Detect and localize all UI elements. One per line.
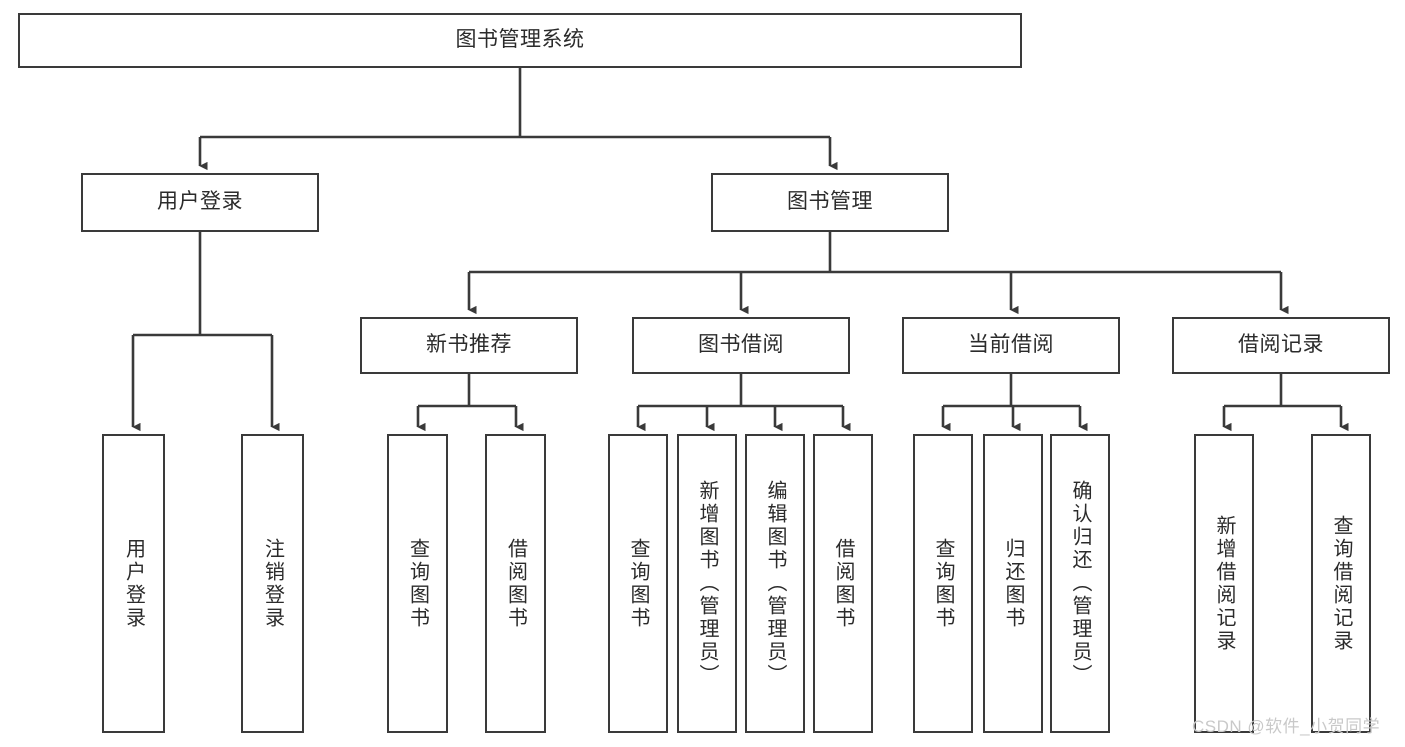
node-new-book-recommendation[interactable]: 新书推荐: [360, 317, 578, 374]
node-label: 查询图书: [627, 537, 649, 630]
node-label: 借阅图书: [832, 537, 854, 630]
node-label: 查询图书: [932, 537, 954, 630]
node-label: 图书管理: [787, 190, 873, 214]
node-leaf-query-book[interactable]: 查询图书: [608, 434, 668, 733]
node-label: 新增图书（管理员）: [696, 480, 718, 687]
node-leaf-user-logout[interactable]: 注销登录: [241, 434, 304, 733]
node-label: 用户登录: [157, 190, 243, 214]
node-label: 当前借阅: [968, 333, 1054, 357]
node-leaf-add-book-admin[interactable]: 新增图书（管理员）: [677, 434, 737, 733]
node-book-management-system[interactable]: 图书管理系统: [18, 13, 1022, 68]
node-borrowing-record[interactable]: 借阅记录: [1172, 317, 1390, 374]
node-leaf-borrow-book-new[interactable]: 借阅图书: [485, 434, 546, 733]
node-label: 查询图书: [406, 537, 429, 630]
node-label: 注销登录: [261, 537, 284, 630]
node-label: 借阅图书: [504, 537, 527, 630]
node-current-borrowing[interactable]: 当前借阅: [902, 317, 1120, 374]
node-user-login[interactable]: 用户登录: [81, 173, 319, 232]
node-leaf-query-book-new[interactable]: 查询图书: [387, 434, 448, 733]
node-leaf-borrow-book[interactable]: 借阅图书: [813, 434, 873, 733]
node-label: 查询借阅记录: [1330, 514, 1352, 653]
node-leaf-add-borrow-record[interactable]: 新增借阅记录: [1194, 434, 1254, 733]
node-label: 新增借阅记录: [1213, 514, 1235, 653]
node-leaf-return-book[interactable]: 归还图书: [983, 434, 1043, 733]
node-leaf-confirm-return-admin[interactable]: 确认归还（管理员）: [1050, 434, 1110, 733]
node-leaf-query-borrow-record[interactable]: 查询借阅记录: [1311, 434, 1371, 733]
node-leaf-user-login[interactable]: 用户登录: [102, 434, 165, 733]
node-label: 用户登录: [122, 537, 145, 630]
node-book-management[interactable]: 图书管理: [711, 173, 949, 232]
node-label: 编辑图书（管理员）: [764, 480, 786, 687]
node-leaf-query-book-current[interactable]: 查询图书: [913, 434, 973, 733]
node-label: 图书管理系统: [455, 28, 585, 52]
node-label: 归还图书: [1002, 537, 1024, 630]
node-label: 借阅记录: [1238, 333, 1324, 357]
node-leaf-edit-book-admin[interactable]: 编辑图书（管理员）: [745, 434, 805, 733]
node-book-borrowing[interactable]: 图书借阅: [632, 317, 850, 374]
node-label: 新书推荐: [426, 333, 512, 357]
node-label: 图书借阅: [698, 333, 784, 357]
node-label: 确认归还（管理员）: [1069, 480, 1091, 687]
